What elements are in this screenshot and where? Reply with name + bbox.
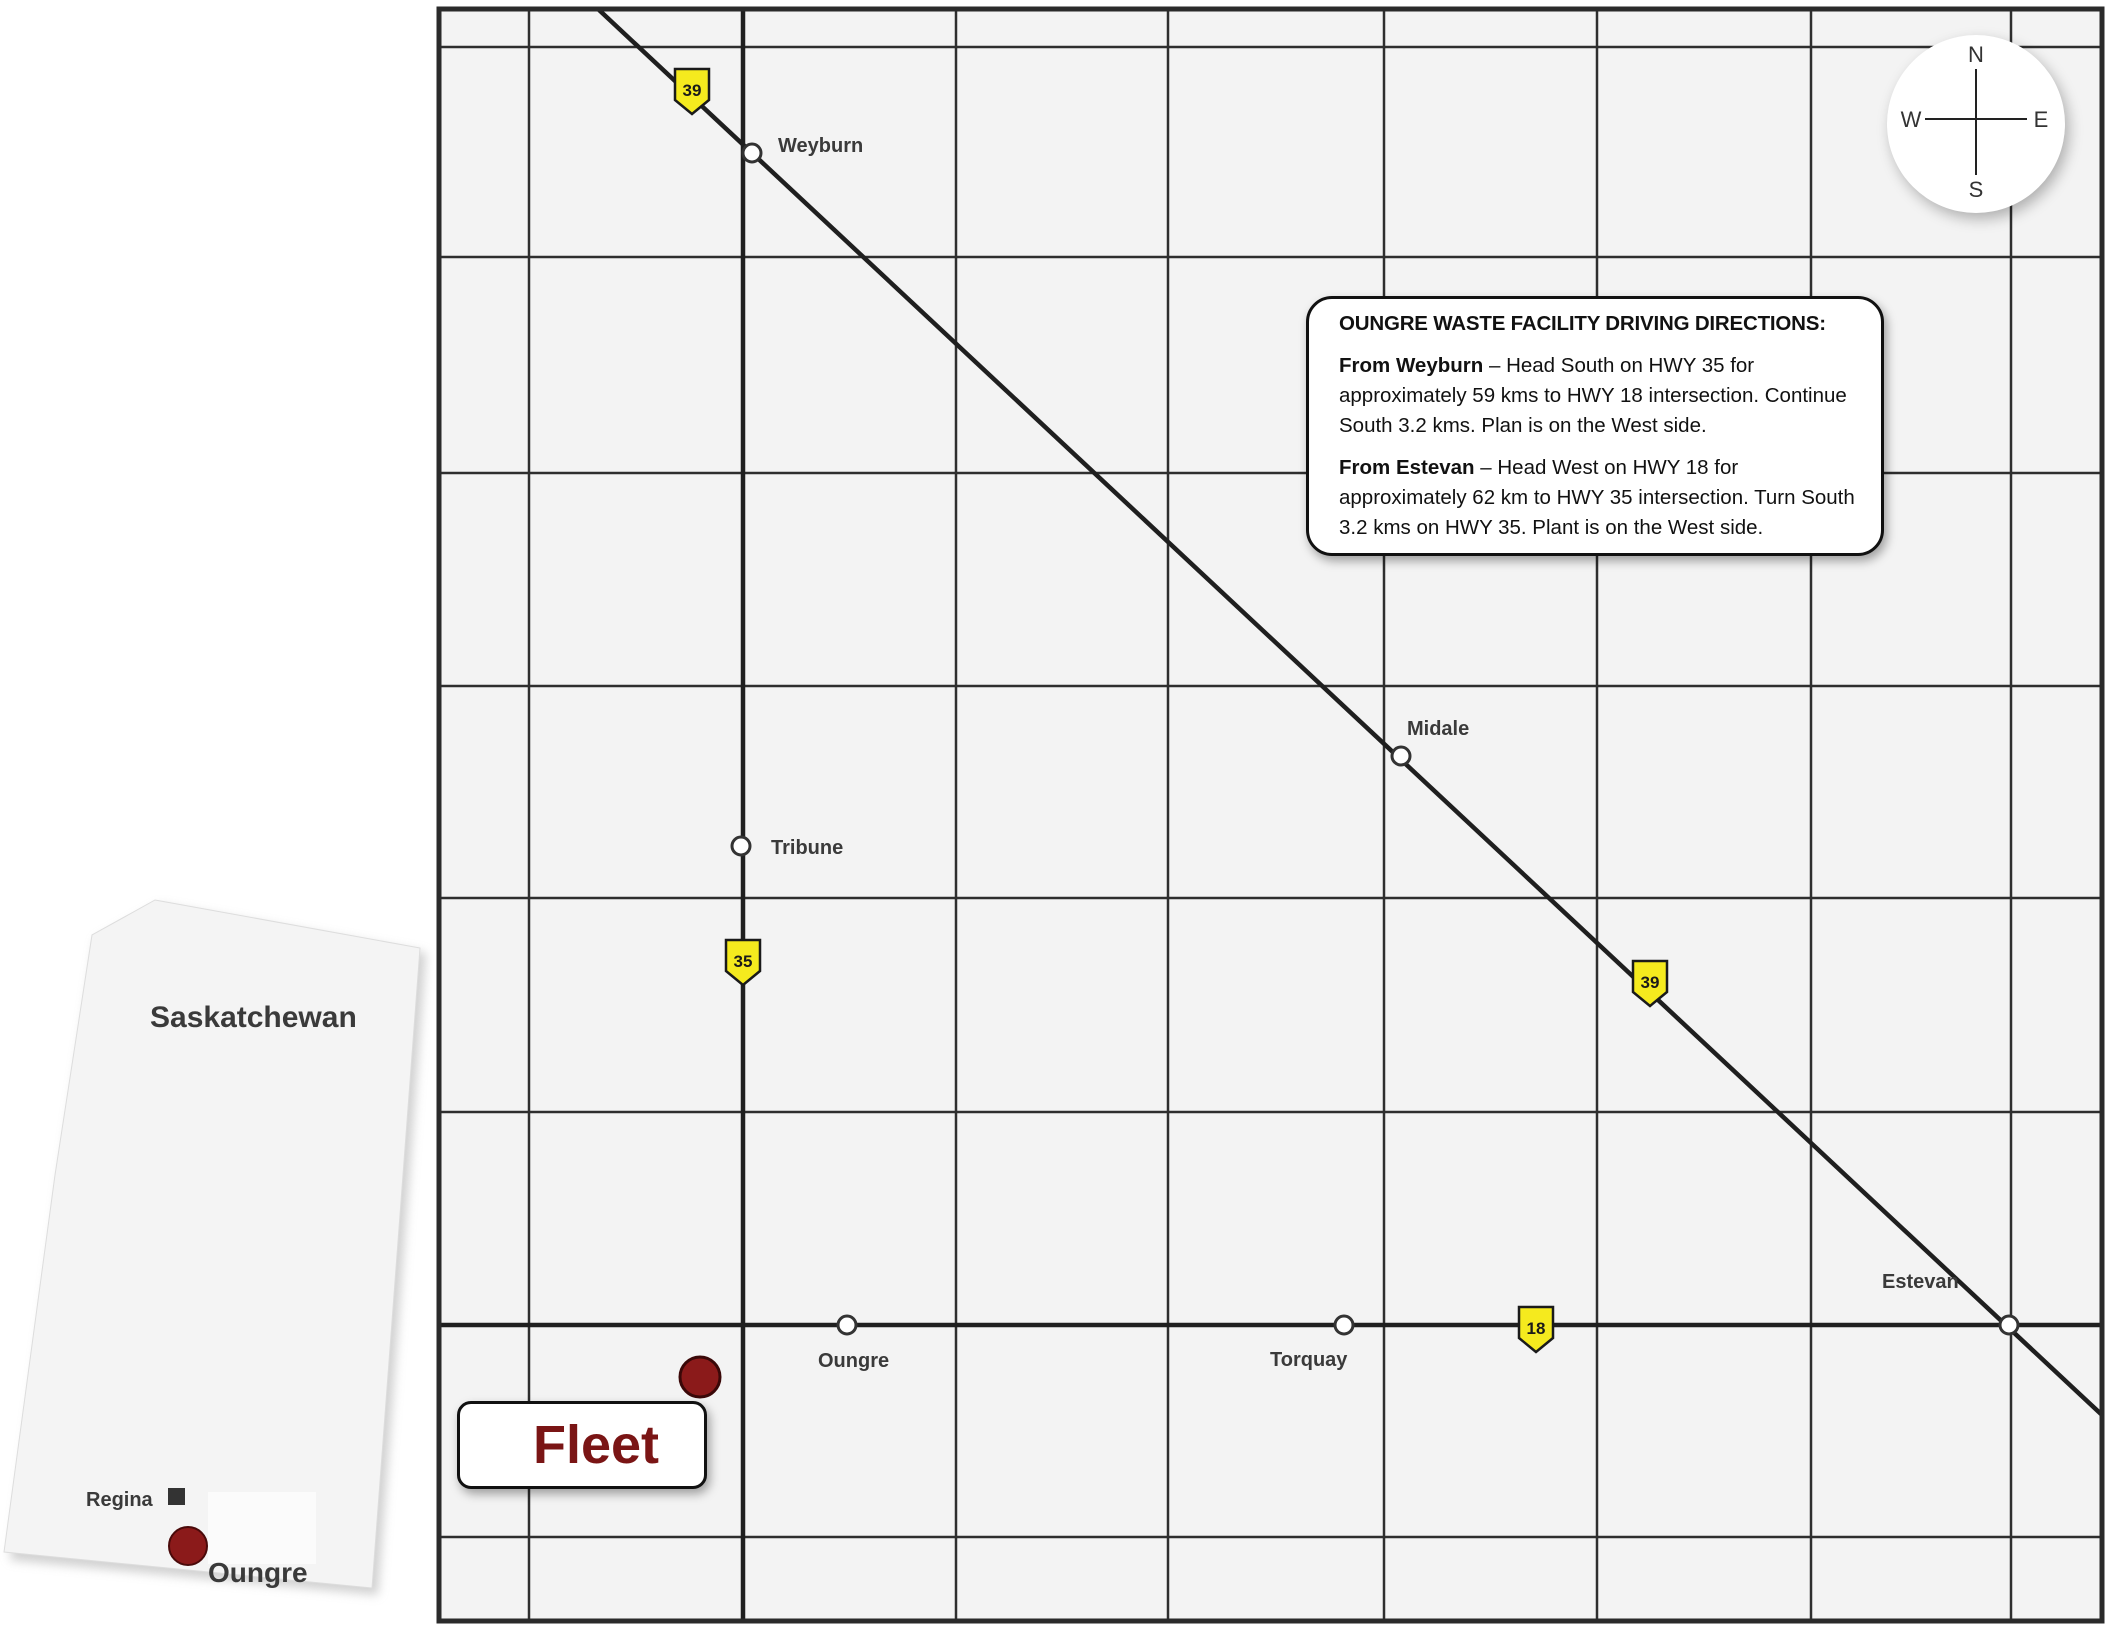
highway-39-shield-north: 39 (673, 67, 711, 116)
compass-north: N (1968, 42, 1984, 67)
map-border (436, 6, 2105, 1624)
svg-text:39: 39 (1641, 973, 1660, 992)
svg-text:39: 39 (683, 81, 702, 100)
town-node-estevan (1998, 1314, 2020, 1336)
driving-directions-box: OUNGRE WASTE FACILITY DRIVING DIRECTIONS… (1306, 296, 1884, 556)
saskatchewan-province-shape (3, 899, 421, 1589)
town-node-midale (1390, 745, 1412, 767)
inset-oungre-label: Oungre (208, 1557, 308, 1588)
map-background (439, 9, 2102, 1621)
town-label-weyburn: Weyburn (778, 135, 863, 157)
highway-18-shield: 18 (1517, 1305, 1555, 1354)
town-node-weyburn (741, 142, 763, 164)
town-label-midale: Midale (1407, 718, 1469, 740)
compass-icon: N S E W (1901, 42, 2049, 202)
fleet-label-box: Fleet (457, 1401, 707, 1489)
grid-lines (439, 9, 2102, 1621)
directions-from-label: From Weyburn (1339, 354, 1484, 377)
directions-from-weyburn: From Weyburn – Head South on HWY 35 for … (1339, 351, 1863, 441)
province-label: Saskatchewan (150, 1001, 357, 1034)
directions-from-estevan: From Estevan – Head West on HWY 18 for a… (1339, 453, 1863, 543)
regina-label: Regina (86, 1489, 154, 1511)
town-node-oungre (836, 1314, 858, 1336)
town-node-torquay (1333, 1314, 1355, 1336)
directions-text: – Head South on HWY 35 for approximately… (1339, 354, 1847, 437)
inset-oungre-marker (168, 1526, 208, 1566)
town-node-tribune (730, 835, 752, 857)
town-label-oungre: Oungre (818, 1350, 889, 1372)
town-label-torquay: Torquay (1270, 1349, 1348, 1371)
facility-location-marker (678, 1355, 722, 1399)
compass-south: S (1969, 177, 1984, 202)
town-label-tribune: Tribune (771, 837, 843, 859)
highway-39-shield-south: 39 (1631, 959, 1669, 1008)
directions-from-label: From Estevan (1339, 456, 1475, 479)
compass-rose: N S E W (1887, 35, 2065, 213)
svg-text:35: 35 (734, 952, 753, 971)
compass-west: W (1901, 107, 1922, 132)
fleet-label: Fleet (532, 1415, 660, 1475)
compass-east: E (2034, 107, 2049, 132)
inset-map: Saskatchewan Regina Oungre (3, 899, 426, 1595)
directions-text: – Head West on HWY 18 for approximately … (1339, 456, 1855, 539)
inset-label-patch (208, 1492, 316, 1564)
highway-39 (596, 9, 2102, 1417)
town-label-estevan: Estevan (1882, 1271, 1959, 1293)
directions-title: OUNGRE WASTE FACILITY DRIVING DIRECTIONS… (1339, 312, 1826, 335)
regina-marker (168, 1488, 185, 1505)
svg-text:18: 18 (1527, 1319, 1546, 1338)
highway-35-shield: 35 (724, 938, 762, 987)
